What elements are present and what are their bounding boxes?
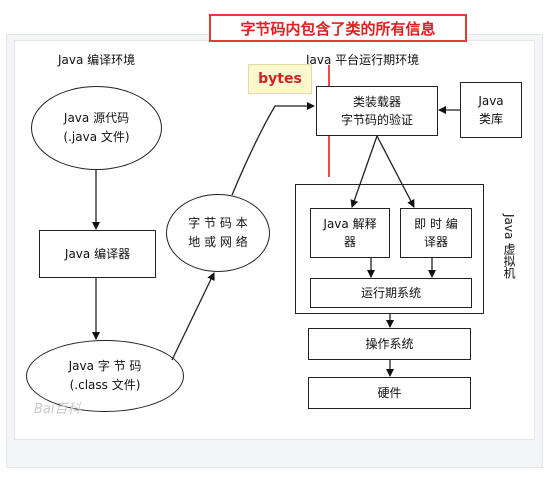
compile-env-label: Java 编译环境 [58, 53, 136, 67]
arrow-bytecode-to-network [171, 272, 215, 361]
interpreter-line1: Java 解释 [323, 217, 377, 231]
jit-compiler-node: 即 时 编译器 [400, 208, 472, 258]
watermark: Bai百科 [34, 402, 81, 417]
diagram-title: 字节码内包含了类的所有信息 [209, 14, 467, 42]
classloader-node: 类装载器字节码的验证 [316, 86, 438, 136]
runtime-env-label: Java 平台运行期环境 [306, 53, 420, 67]
bytecode-line1: Java 字 节 码 [68, 358, 142, 373]
jvm-label: Java 虚拟机 [502, 214, 516, 280]
java-library-node: Java 类库 [460, 82, 522, 138]
classloader-line2: 字节码的验证 [340, 113, 413, 127]
java-library-line1: Java [478, 94, 504, 108]
runtime-system-node: 运行期系统 [310, 278, 472, 308]
source-code-line2: (.java 文件) [63, 130, 130, 144]
bytecode-line2: (.class 文件) [69, 378, 141, 392]
source-code-line1: Java 源代码 [63, 110, 130, 125]
compiler-node: Java 编译器 [39, 230, 156, 278]
network-line2: 地 或 网 络 [188, 235, 248, 249]
bytes-label: bytes [248, 64, 312, 94]
source-code-node: Java 源代码 (.java 文件) [31, 86, 162, 170]
hardware-node: 硬件 [308, 377, 471, 409]
arrow-classloader-to-interpreter [350, 135, 378, 208]
bytecode-node: Java 字 节 码 (.class 文件) [26, 340, 184, 412]
local-or-network-node: 字 节 码 本地 或 网 络 [166, 194, 270, 272]
java-library-line2: 类库 [478, 112, 503, 126]
interpreter-line2: 器 [343, 235, 356, 249]
network-line1: 字 节 码 本 [188, 215, 248, 230]
interpreter-node: Java 解释器 [310, 208, 390, 258]
classloader-line1: 类装载器 [352, 95, 401, 109]
arrow-network-to-classloader [231, 102, 315, 196]
arrow-classloader-to-jit [376, 135, 415, 208]
jit-line2: 译器 [423, 235, 448, 249]
os-node: 操作系统 [308, 328, 471, 360]
jit-line1: 即 时 编 [414, 217, 458, 231]
